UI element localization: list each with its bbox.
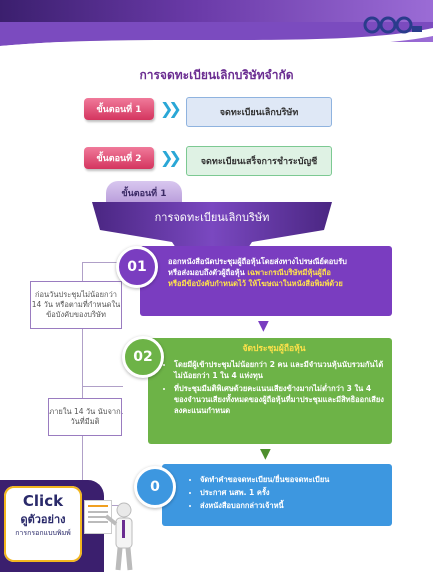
stage-1-line1: ออกหนังสือนัดประชุมผู้ถือหุ้นโดยส่งทางไป… bbox=[168, 257, 347, 266]
click-line2: การกรอกแบบพิมพ์ bbox=[15, 529, 71, 537]
stage-2-bullet: โดยมีผู้เข้าประชุมไม่น้อยกว่า 2 คน และมี… bbox=[174, 359, 386, 381]
stage-3-bullet: จัดทำคำขอจดทะเบียน/ยื่นขอจดทะเบียน bbox=[200, 474, 386, 485]
stage-2-card: จัดประชุมผู้ถือหุ้น โดยมีผู้เข้าประชุมไม… bbox=[148, 338, 392, 444]
stage-3-bullet: ประกาศ นสพ. 1 ครั้ง bbox=[200, 487, 386, 498]
stage-3-bullet: ส่งหนังสือบอกกล่าวเจ้าหนี้ bbox=[200, 500, 386, 511]
stage-tab-label: ขั้นตอนที่ 1 bbox=[106, 181, 182, 205]
side-note-1: ก่อนวันประชุมไม่น้อยกว่า 14 วัน หรือตามท… bbox=[30, 281, 122, 329]
step-1-arrows-icon: ❯❯ bbox=[160, 99, 182, 118]
step-2-box[interactable]: จดทะเบียนเสร็จการชำระบัญชี bbox=[186, 146, 332, 176]
stage-1-line3-highlight: หรือมีข้อบังคับกำหนดไว้ ให้โฆษณาในหนังสื… bbox=[168, 279, 343, 288]
stage-1-number: 01 bbox=[116, 246, 158, 288]
step-1-pill[interactable]: ขั้นตอนที่ 1 bbox=[84, 98, 154, 120]
step-2-pill[interactable]: ขั้นตอนที่ 2 bbox=[84, 147, 154, 169]
funnel-header bbox=[92, 202, 332, 260]
step-2-arrows-icon: ❯❯ bbox=[160, 148, 182, 167]
stage-1-line2: หรือส่งมอบถึงตัวผู้ถือหุ้น bbox=[168, 268, 245, 277]
stage-3-card: จัดทำคำขอจดทะเบียน/ยื่นขอจดทะเบียน ประกา… bbox=[162, 464, 392, 526]
header-wave bbox=[0, 22, 433, 52]
stage-3-number: 0 bbox=[134, 466, 176, 508]
page-title: การจดทะเบียนเลิกบริษัทจำกัด bbox=[139, 68, 294, 82]
stage-2-heading: จัดประชุมผู้ถือหุ้น bbox=[242, 344, 306, 354]
down-arrow-icon: ▼ bbox=[260, 446, 271, 462]
stage-2-number: 02 bbox=[122, 336, 164, 378]
click-example-button[interactable]: Click ดูตัวอย่าง การกรอกแบบพิมพ์ bbox=[4, 486, 82, 562]
stage-1-card: ออกหนังสือนัดประชุมผู้ถือหุ้นโดยส่งทางไป… bbox=[140, 246, 392, 316]
click-line1: ดูตัวอย่าง bbox=[20, 513, 66, 526]
click-text: Click bbox=[22, 492, 64, 510]
stage-1-line2-highlight: เฉพาะกรณีบริษัทมีหุ้นผู้ถือ bbox=[244, 268, 331, 277]
down-arrow-icon: ▼ bbox=[258, 318, 269, 334]
stage-2-bullet: ที่ประชุมมีมติพิเศษด้วยคะแนนเสียงข้างมาก… bbox=[174, 383, 386, 416]
presenter-figure-icon bbox=[104, 502, 133, 571]
step-1-box[interactable]: จดทะเบียนเลิกบริษัท bbox=[186, 97, 332, 127]
funnel-title: การจดทะเบียนเลิกบริษัท bbox=[154, 211, 270, 224]
company-logo-icon bbox=[363, 16, 422, 34]
side-note-2: ภายใน 14 วัน นับจากวันที่มีมติ bbox=[48, 398, 122, 436]
